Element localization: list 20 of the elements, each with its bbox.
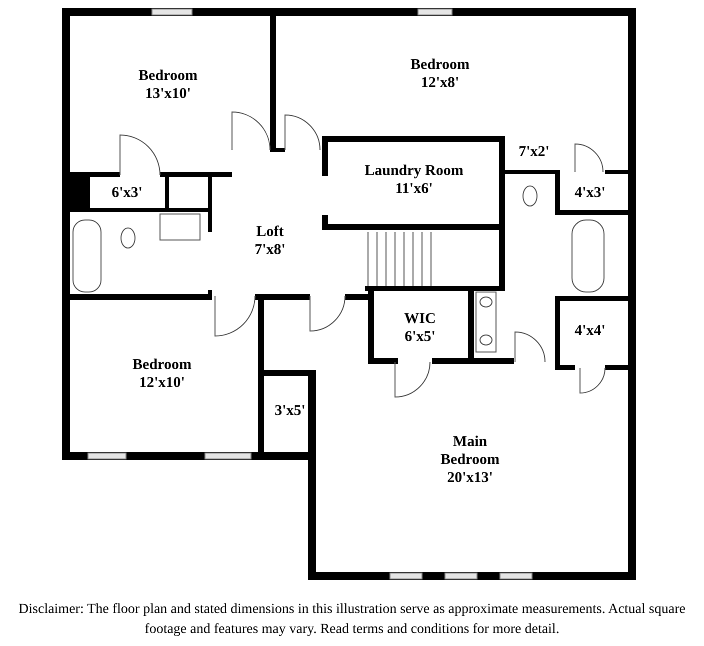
room-dimensions: 7'x8' — [254, 241, 286, 259]
room-name: Laundry Room — [364, 162, 464, 180]
room-dimensions: 6'x5' — [404, 328, 436, 346]
room-dimensions: 4'x4' — [574, 322, 606, 340]
room-dimensions: 11'x6' — [395, 180, 433, 198]
room-name: WIC — [404, 310, 436, 328]
room-name: Main Bedroom — [440, 433, 500, 469]
room-dimensions: 7'x2' — [518, 143, 550, 161]
room-dimensions: 6'x3' — [112, 184, 142, 202]
room-name: Bedroom — [138, 67, 198, 85]
room-dimensions: 12'x10' — [139, 374, 185, 392]
room-name: Loft — [256, 223, 284, 241]
room-dimensions: 4'x3' — [574, 184, 606, 202]
room-name: Bedroom — [132, 356, 192, 374]
room-dimensions: 12'x8' — [420, 74, 460, 92]
room-dimensions: 20'x13' — [447, 469, 493, 487]
disclaimer-text: Disclaimer: The floor plan and stated dimensions in this illustration serve as approximate measurements. Actual square footage and features may vary. Read terms and conditions for more detail. — [18, 601, 686, 639]
room-dimensions: 3'x5' — [274, 402, 306, 420]
room-dimensions: 13'x10' — [145, 85, 191, 103]
room-name: Bedroom — [410, 56, 470, 74]
